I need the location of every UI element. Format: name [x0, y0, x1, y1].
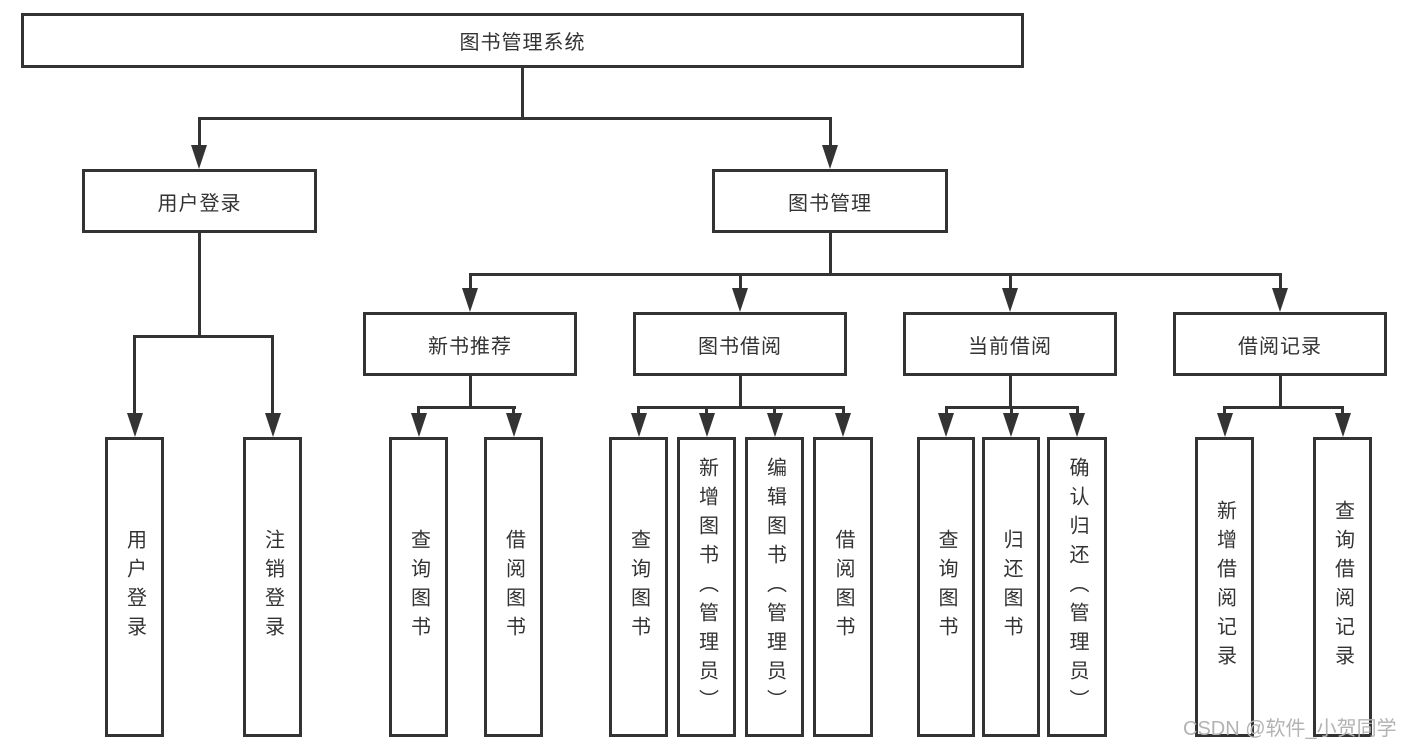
leaf-edit-book-admin: 编辑图书（管理员） [745, 437, 804, 737]
arrow-down-icon [1216, 413, 1233, 437]
csdn-watermark: CSDN @软件_小贺同学 [1183, 718, 1397, 740]
leaf-add-book-admin-label: 新增图书（管理员） [695, 456, 718, 718]
leaf-add-borrow-record: 新增借阅记录 [1195, 437, 1254, 737]
node-user-login-label: 用户登录 [157, 192, 242, 215]
connector-stub [1075, 406, 1079, 418]
arrow-down-icon [1069, 413, 1085, 437]
connector-stub-records [1278, 273, 1282, 292]
leaf-user-login: 用户登录 [105, 437, 164, 737]
connector-root-horizontal [197, 117, 832, 120]
leaf-user-login-label: 用户登录 [123, 529, 146, 645]
node-current-borrow: 当前借阅 [903, 312, 1117, 376]
node-user-login: 用户登录 [82, 169, 317, 233]
arrow-down-icon [191, 145, 207, 169]
connector-stub-user-login [197, 117, 201, 149]
arrow-down-icon [264, 413, 281, 437]
connector-stub [1009, 406, 1013, 418]
connector-login-vertical [197, 233, 201, 338]
node-book-borrow-label: 图书借阅 [698, 335, 782, 358]
connector-stub-book-management [828, 117, 832, 149]
leaf-logout-label: 注销登录 [261, 529, 284, 645]
arrow-down-icon [732, 288, 748, 312]
leaf-return-book-label: 归还图书 [1000, 529, 1022, 645]
connector-stub [1341, 406, 1344, 418]
connector-stub [1223, 406, 1226, 418]
leaf-confirm-return-admin-label: 确认归还（管理员） [1066, 456, 1088, 718]
leaf-borrow-books-recommend-label: 借阅图书 [502, 529, 525, 645]
connector-recommend-horizontal [417, 406, 516, 409]
connector-stub [944, 406, 948, 418]
leaf-add-book-admin: 新增图书（管理员） [677, 437, 736, 737]
connector-bookmgmt-vertical [828, 233, 832, 276]
arrow-down-icon [1272, 288, 1288, 312]
leaf-query-books-borrow: 查询图书 [609, 437, 668, 737]
node-borrow-records: 借阅记录 [1173, 312, 1387, 376]
arrow-down-icon [766, 413, 783, 437]
arrow-down-icon [462, 288, 478, 312]
connector-borrow-horizontal [637, 406, 845, 409]
connector-stub [417, 406, 420, 418]
arrow-down-icon [938, 413, 954, 437]
connector-stub-leaf-login [133, 335, 136, 415]
connector-stub-recommend [468, 273, 472, 292]
connector-borrow-vertical [738, 376, 742, 409]
node-root-label: 图书管理系统 [459, 32, 586, 54]
arrow-down-icon [835, 413, 851, 437]
connector-records-horizontal [1223, 406, 1344, 409]
connector-current-vertical [1008, 376, 1012, 409]
connector-root-vertical [520, 68, 524, 117]
connector-stub [512, 406, 515, 418]
arrow-down-icon [410, 413, 427, 437]
leaf-borrow-books-label: 借阅图书 [832, 529, 854, 645]
leaf-query-borrow-record: 查询借阅记录 [1313, 437, 1372, 737]
leaf-confirm-return-admin: 确认归还（管理员） [1047, 437, 1107, 737]
connector-stub [637, 406, 640, 418]
arrow-down-icon [1002, 288, 1018, 312]
connector-stub-leaf-logout [271, 335, 274, 415]
leaf-query-books-recommend-label: 查询图书 [407, 529, 430, 645]
connector-stub-current [1008, 273, 1012, 292]
connector-recommend-vertical [468, 376, 472, 409]
connector-bookmgmt-horizontal [468, 273, 1282, 276]
connector-records-vertical [1278, 376, 1282, 409]
leaf-borrow-books: 借阅图书 [813, 437, 873, 737]
node-borrow-records-label: 借阅记录 [1238, 335, 1322, 358]
arrow-down-icon [126, 413, 143, 437]
node-book-borrow: 图书借阅 [633, 312, 847, 376]
leaf-return-book: 归还图书 [982, 437, 1040, 737]
leaf-edit-book-admin-label: 编辑图书（管理员） [763, 456, 786, 718]
leaf-query-borrow-record-label: 查询借阅记录 [1331, 500, 1354, 674]
connector-stub [773, 406, 776, 418]
node-book-management-label: 图书管理 [788, 192, 872, 215]
leaf-add-borrow-record-label: 新增借阅记录 [1213, 500, 1236, 674]
leaf-query-books-current-label: 查询图书 [935, 529, 957, 645]
arrow-down-icon [1003, 413, 1019, 437]
connector-stub [705, 406, 708, 418]
connector-login-horizontal [133, 335, 274, 338]
node-root-library-system: 图书管理系统 [21, 13, 1024, 68]
arrow-down-icon [505, 413, 522, 437]
arrow-down-icon [1334, 413, 1351, 437]
arrow-down-icon [698, 413, 715, 437]
leaf-query-books-current: 查询图书 [917, 437, 975, 737]
connector-stub-borrow [738, 273, 742, 292]
node-new-book-recommend: 新书推荐 [363, 312, 577, 376]
arrow-down-icon [630, 413, 647, 437]
leaf-borrow-books-recommend: 借阅图书 [484, 437, 543, 737]
node-current-borrow-label: 当前借阅 [968, 335, 1052, 358]
node-book-management: 图书管理 [712, 169, 948, 233]
node-new-book-recommend-label: 新书推荐 [428, 335, 512, 358]
leaf-query-books-borrow-label: 查询图书 [627, 529, 650, 645]
leaf-logout: 注销登录 [243, 437, 302, 737]
arrow-down-icon [822, 145, 838, 169]
leaf-query-books-recommend: 查询图书 [389, 437, 448, 737]
connector-stub [841, 406, 845, 418]
